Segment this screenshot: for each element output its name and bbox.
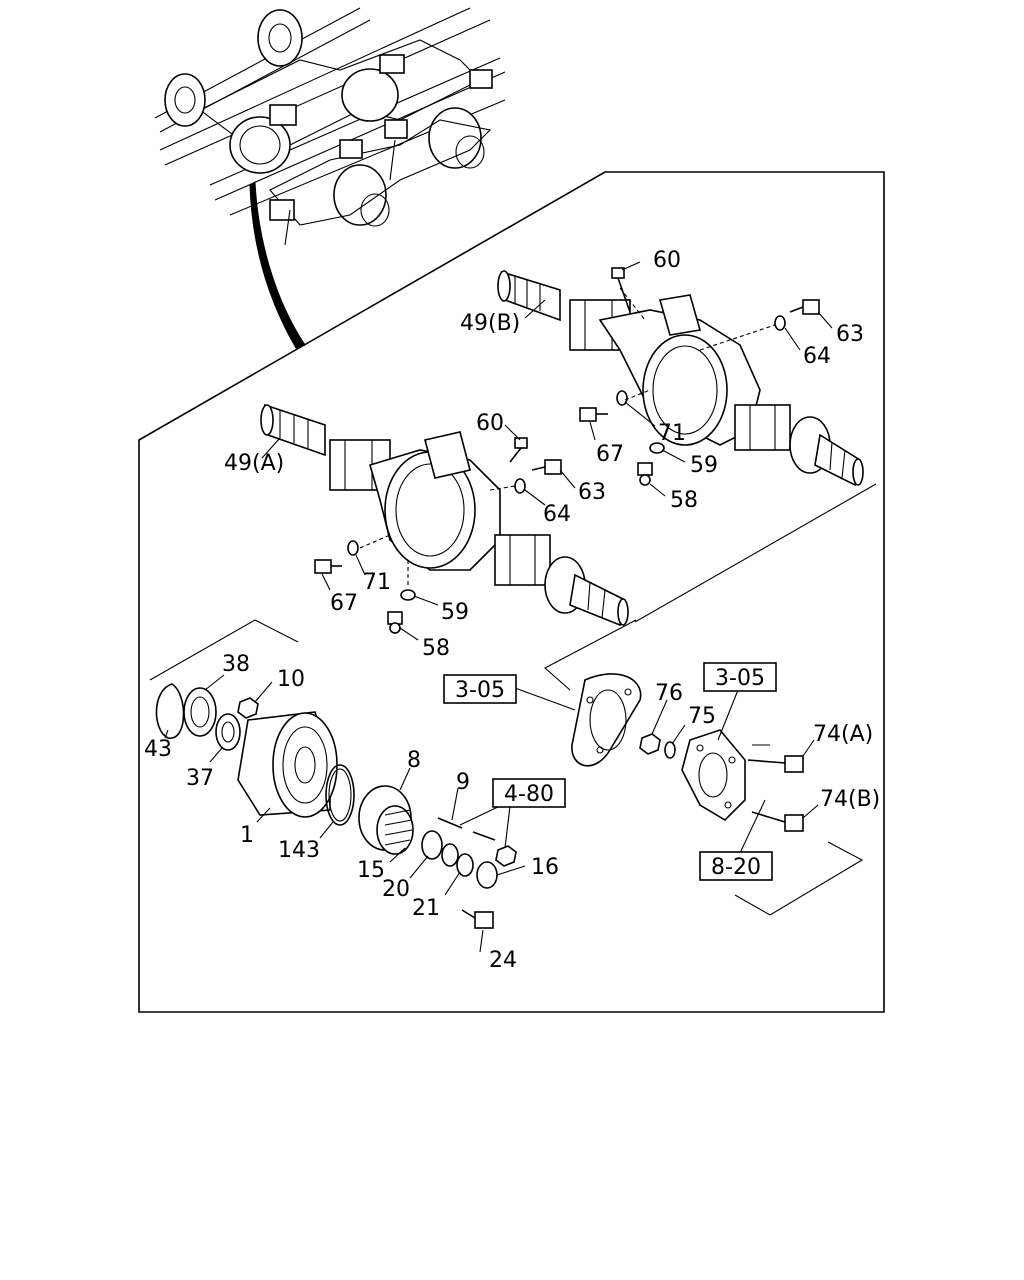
label-16: 16 [531, 855, 559, 880]
label-63-upper: 63 [836, 322, 864, 347]
callout-pointer [249, 181, 306, 349]
reference-boxes: 3-05 3-05 4-80 8-20 [443, 662, 777, 881]
label-15: 15 [357, 858, 385, 883]
small-parts-lower [314, 437, 562, 634]
label-67-upper: 67 [596, 442, 624, 467]
brake-backing-plate [571, 673, 642, 767]
flange-plate [639, 729, 804, 832]
label-8: 8 [407, 748, 421, 773]
label-58-lower: 58 [422, 636, 450, 661]
detail-frame [138, 171, 885, 1013]
label-67-lower: 67 [330, 591, 358, 616]
label-143: 143 [278, 838, 320, 863]
label-59-upper: 59 [690, 453, 718, 478]
ref-text-3-05-right: 3-05 [715, 666, 765, 691]
axle-housing-49a [260, 403, 629, 627]
label-49b: 49(B) [460, 311, 520, 336]
vehicle-axle-overview [154, 7, 506, 246]
part-labels: 60 49(B) 63 64 71 67 59 58 60 49(A) 63 6… [144, 248, 880, 973]
label-24: 24 [489, 948, 517, 973]
ref-box-8-20[interactable]: 8-20 [699, 851, 773, 881]
axle-housing-49b [497, 270, 864, 487]
label-74a: 74(A) [813, 722, 873, 747]
label-10: 10 [277, 667, 305, 692]
label-71-upper: 71 [658, 421, 686, 446]
label-64-lower: 64 [543, 502, 571, 527]
hub-drum-group [155, 683, 517, 929]
ref-box-3-05-right[interactable]: 3-05 [703, 662, 777, 692]
label-64-upper: 64 [803, 344, 831, 369]
label-63-lower: 63 [578, 480, 606, 505]
label-43: 43 [144, 737, 172, 762]
label-9: 9 [456, 770, 470, 795]
label-71-lower: 71 [363, 570, 391, 595]
ref-box-3-05-left[interactable]: 3-05 [443, 674, 517, 704]
ref-box-4-80[interactable]: 4-80 [492, 778, 566, 808]
label-1: 1 [240, 823, 254, 848]
label-60-lower: 60 [476, 411, 504, 436]
label-59-lower: 59 [441, 600, 469, 625]
label-58-upper: 58 [670, 488, 698, 513]
ref-text-8-20: 8-20 [711, 855, 761, 880]
label-20: 20 [382, 877, 410, 902]
label-38: 38 [222, 652, 250, 677]
label-60-upper: 60 [653, 248, 681, 273]
label-75: 75 [688, 704, 716, 729]
ref-text-4-80: 4-80 [504, 782, 554, 807]
label-37: 37 [186, 766, 214, 791]
label-74b: 74(B) [820, 787, 880, 812]
ref-text-3-05-left: 3-05 [455, 678, 505, 703]
label-76: 76 [655, 681, 683, 706]
small-parts-upper [579, 267, 820, 486]
leader-lines [164, 261, 833, 953]
label-49a: 49(A) [224, 451, 284, 476]
label-21: 21 [412, 896, 440, 921]
